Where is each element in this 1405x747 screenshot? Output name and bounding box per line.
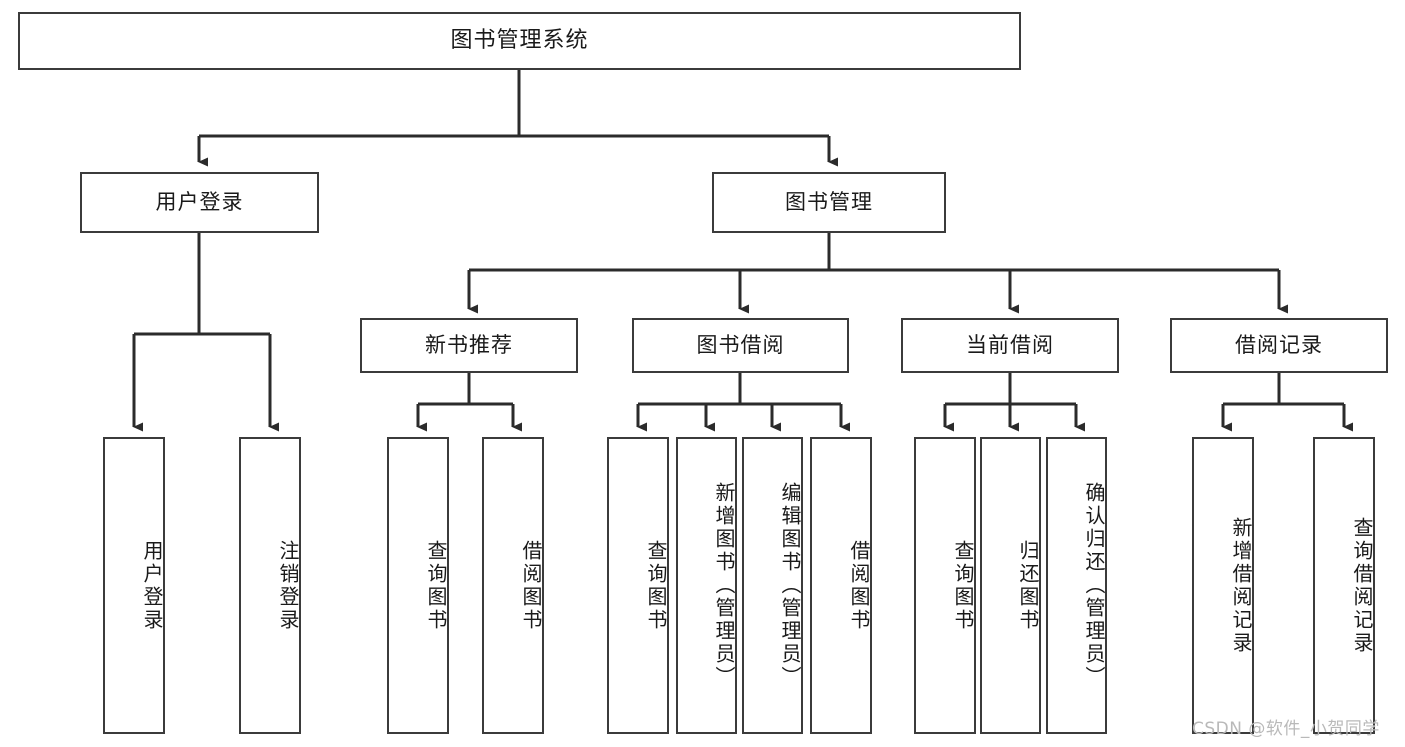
leaf-label: 借阅图书	[519, 539, 543, 632]
csdn-watermark: CSDN @软件_小贺同学	[1192, 719, 1380, 739]
node-book-borrow[interactable]: 图书借阅	[632, 318, 849, 373]
leaf-label: 查询图书	[644, 539, 668, 632]
node-root-system[interactable]: 图书管理系统	[18, 12, 1021, 70]
leaf-label: 新增图书（管理员）	[712, 482, 736, 689]
leaf-return-book[interactable]: 归还图书	[980, 437, 1041, 734]
leaf-query-book-borrow[interactable]: 查询图书	[607, 437, 669, 734]
leaf-label: 查询图书	[424, 539, 448, 632]
leaf-label: 借阅图书	[847, 539, 871, 632]
leaf-user-login[interactable]: 用户登录	[103, 437, 165, 734]
node-user-login[interactable]: 用户登录	[80, 172, 319, 233]
leaf-logout-login[interactable]: 注销登录	[239, 437, 301, 734]
leaf-label: 新增借阅记录	[1229, 516, 1253, 655]
leaf-label: 确认归还（管理员）	[1082, 482, 1106, 689]
leaf-query-borrow-record[interactable]: 查询借阅记录	[1313, 437, 1375, 734]
leaf-add-borrow-record[interactable]: 新增借阅记录	[1192, 437, 1254, 734]
leaf-borrow-book[interactable]: 借阅图书	[810, 437, 872, 734]
leaf-query-book-recommend[interactable]: 查询图书	[387, 437, 449, 734]
leaf-label: 查询借阅记录	[1350, 516, 1374, 655]
node-book-management[interactable]: 图书管理	[712, 172, 946, 233]
leaf-label: 查询图书	[951, 539, 975, 632]
node-current-borrow[interactable]: 当前借阅	[901, 318, 1119, 373]
leaf-label: 编辑图书（管理员）	[778, 482, 802, 689]
leaf-borrow-book-recommend[interactable]: 借阅图书	[482, 437, 544, 734]
leaf-edit-book-admin[interactable]: 编辑图书（管理员）	[742, 437, 803, 734]
leaf-label: 用户登录	[140, 539, 164, 632]
node-new-book-recommend[interactable]: 新书推荐	[360, 318, 578, 373]
leaf-add-book-admin[interactable]: 新增图书（管理员）	[676, 437, 737, 734]
node-borrow-record[interactable]: 借阅记录	[1170, 318, 1388, 373]
leaf-confirm-return-admin[interactable]: 确认归还（管理员）	[1046, 437, 1107, 734]
leaf-query-book-current[interactable]: 查询图书	[914, 437, 976, 734]
leaf-label: 归还图书	[1016, 539, 1040, 632]
leaf-label: 注销登录	[276, 539, 300, 632]
